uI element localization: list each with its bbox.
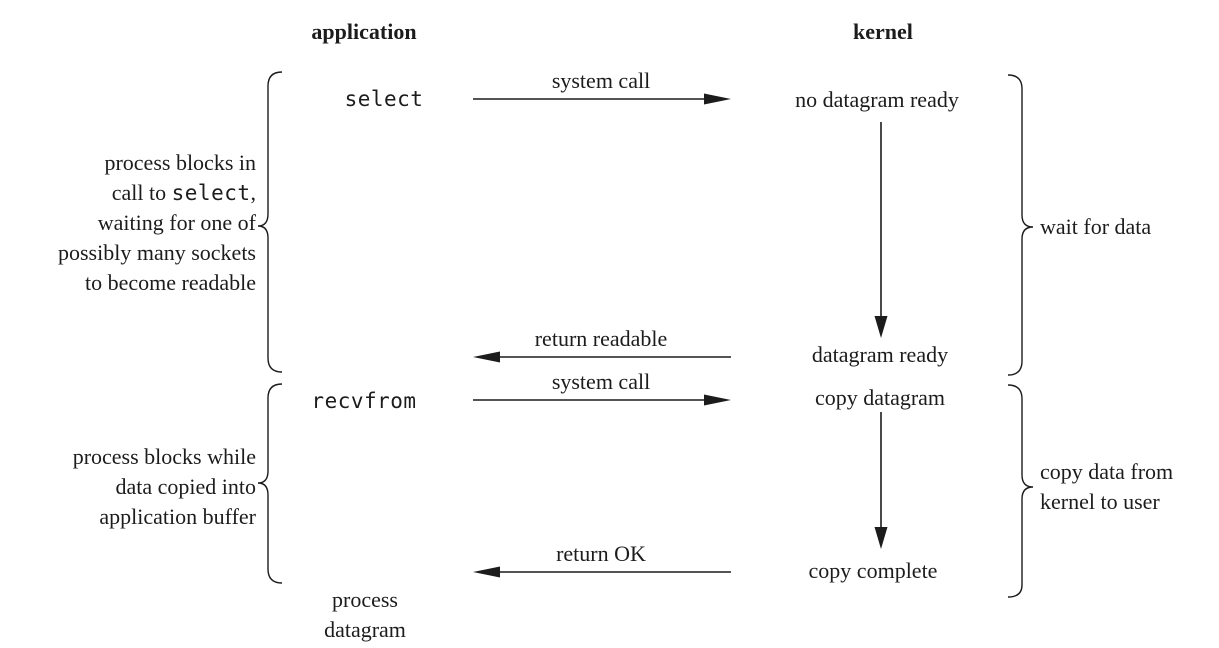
wait-for-data-brace (1007, 74, 1034, 376)
recvfrom-blocking-note: process blocks while data copied into ap… (0, 442, 256, 532)
no-datagram-ready-label: no datagram ready (795, 87, 959, 112)
select-note-line2: call to select, (0, 178, 256, 208)
select-note-line2-prefix: call to (111, 180, 172, 205)
system-call-label-2: system call (551, 369, 651, 394)
copy-data-brace (1007, 384, 1034, 598)
select-blocking-note: process blocks in call to select, waitin… (0, 148, 256, 298)
system-call-arrow-1 (473, 93, 731, 105)
select-note-line5: to become readable (84, 270, 256, 295)
process-datagram-label: process datagram (324, 587, 406, 642)
select-note-line4: possibly many sockets (58, 240, 256, 265)
recvfrom-note-line3: application buffer (99, 504, 256, 529)
recvfrom-note-line1: process blocks while (72, 444, 256, 469)
recvfrom-note-line2: data copied into (115, 474, 256, 499)
select-note-line1: process blocks in (104, 150, 256, 175)
wait-for-data-arrow (874, 122, 888, 338)
datagram-ready-label: datagram ready (811, 342, 949, 367)
select-note-brace (257, 71, 283, 373)
kernel-header: kernel (853, 19, 913, 44)
recvfrom-call-label: recvfrom (311, 389, 417, 413)
copy-data-note-line2: kernel to user (1040, 489, 1160, 514)
system-call-label-1: system call (551, 68, 651, 93)
application-header: application (311, 19, 417, 44)
return-readable-arrow (473, 351, 731, 363)
recvfrom-note-brace (257, 383, 283, 584)
return-ok-label: return OK (556, 541, 646, 566)
select-note-line3: waiting for one of (97, 210, 256, 235)
select-note-line2-suffix: , (250, 180, 257, 205)
return-ok-arrow (473, 566, 731, 578)
copy-complete-label: copy complete (808, 558, 938, 583)
copy-datagram-label: copy datagram (814, 385, 946, 410)
select-call-label: select (344, 87, 424, 111)
system-call-arrow-2 (473, 394, 731, 406)
wait-for-data-note: wait for data (1040, 214, 1152, 239)
copy-data-arrow (874, 412, 888, 549)
copy-data-note-line1: copy data from (1040, 459, 1174, 484)
return-readable-label: return readable (534, 326, 668, 351)
copy-data-note: copy data from kernel to user (1040, 457, 1173, 517)
select-note-line2-code: select (171, 181, 251, 205)
